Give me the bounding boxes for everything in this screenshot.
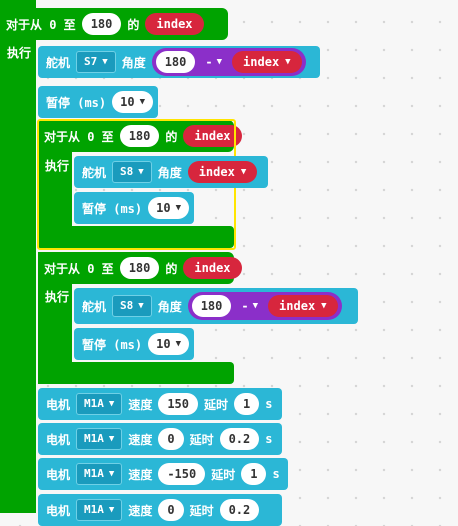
- motor-port-dropdown[interactable]: M1A▼: [76, 499, 123, 521]
- caret-down-icon: ▼: [108, 469, 115, 479]
- caret-down-icon: ▼: [240, 167, 247, 177]
- angle-variable[interactable]: index▼: [187, 161, 258, 183]
- caret-down-icon: ▼: [175, 203, 181, 213]
- speed-label: 速度: [128, 432, 153, 447]
- of-label: 的: [127, 17, 140, 32]
- operator-dropdown[interactable]: -▼: [205, 55, 223, 69]
- operator-dropdown[interactable]: -▼: [241, 299, 259, 313]
- pause-label: 暂停 (ms): [46, 95, 107, 110]
- angle-const[interactable]: 180: [155, 51, 196, 73]
- caret-down-icon: ▼: [216, 57, 223, 67]
- caret-down-icon: ▼: [138, 301, 144, 311]
- servo-label: 舵机: [46, 55, 71, 70]
- angle-label: 角度: [121, 55, 146, 70]
- angle-variable[interactable]: index▼: [232, 51, 302, 73]
- pause-block[interactable]: 暂停 (ms) 10▼: [74, 192, 194, 224]
- delay-label: 延时: [211, 467, 236, 482]
- servo-pin-dropdown[interactable]: S8▼: [112, 161, 152, 183]
- servo-block-s7[interactable]: 舵机 S7▼ 角度 180 -▼ index▼: [38, 46, 320, 78]
- delay-value[interactable]: 0.2: [219, 428, 260, 450]
- loop-end-value[interactable]: 180: [119, 125, 160, 147]
- servo-block-s8-minus[interactable]: 舵机 S8▼ 角度 180 -▼ index▼: [74, 288, 358, 324]
- pause-value[interactable]: 10▼: [112, 91, 153, 113]
- delay-value[interactable]: 0.2: [219, 499, 260, 521]
- speed-value[interactable]: 150: [158, 393, 199, 415]
- servo-pin-dropdown[interactable]: S8▼: [112, 295, 152, 317]
- angle-variable[interactable]: index▼: [268, 295, 338, 317]
- pause-label: 暂停 (ms): [82, 337, 143, 352]
- pause-value[interactable]: 10▼: [148, 333, 189, 355]
- delay-label: 延时: [189, 432, 214, 447]
- for-label: 对于从 0 至: [44, 129, 114, 144]
- speed-value[interactable]: -150: [158, 463, 206, 485]
- caret-down-icon: ▼: [138, 167, 144, 177]
- servo-label: 舵机: [82, 165, 107, 180]
- motor-label: 电机: [46, 432, 71, 447]
- speed-label: 速度: [128, 503, 153, 518]
- pause-value[interactable]: 10▼: [148, 197, 189, 219]
- inner-2-do-label: 执行: [45, 290, 70, 304]
- speed-value[interactable]: 0: [158, 428, 184, 450]
- caret-down-icon: ▼: [175, 339, 181, 349]
- motor-port-dropdown[interactable]: M1A▼: [76, 428, 123, 450]
- speed-label: 速度: [128, 467, 153, 482]
- servo-block-s8[interactable]: 舵机 S8▼ 角度 index▼: [74, 156, 268, 188]
- motor-block[interactable]: 电机 M1A▼ 速度 150 延时 1 s: [38, 388, 282, 420]
- delay-label: 延时: [204, 397, 229, 412]
- pause-block[interactable]: 暂停 (ms) 10▼: [74, 328, 194, 360]
- pause-block[interactable]: 暂停 (ms) 10▼: [38, 86, 158, 118]
- loop-variable[interactable]: index: [183, 257, 242, 279]
- loop-end-value[interactable]: 180: [81, 13, 122, 35]
- caret-down-icon: ▼: [108, 399, 115, 409]
- outer-do-label: 执行: [7, 46, 32, 60]
- of-label: 的: [165, 261, 178, 276]
- outer-loop-left-bar: [0, 0, 36, 513]
- speed-value[interactable]: 0: [158, 499, 184, 521]
- delay-value[interactable]: 1: [234, 393, 260, 415]
- loop-variable[interactable]: index: [145, 13, 204, 35]
- delay-value[interactable]: 1: [241, 463, 267, 485]
- caret-down-icon: ▼: [102, 57, 108, 67]
- servo-pin-dropdown[interactable]: S7▼: [76, 51, 116, 73]
- for-label: 对于从 0 至: [6, 17, 76, 32]
- delay-label: 延时: [189, 503, 214, 518]
- motor-label: 电机: [46, 397, 71, 412]
- pause-label: 暂停 (ms): [82, 201, 143, 216]
- caret-down-icon: ▼: [108, 505, 115, 515]
- caret-down-icon: ▼: [139, 97, 145, 107]
- inner-loop-1-footer: [38, 226, 234, 248]
- loop-end-value[interactable]: 180: [119, 257, 160, 279]
- caret-down-icon: ▼: [252, 301, 259, 311]
- angle-label: 角度: [157, 299, 182, 314]
- loop-variable[interactable]: index: [183, 125, 242, 147]
- caret-down-icon: ▼: [108, 434, 115, 444]
- motor-block[interactable]: 电机 M1A▼ 速度 0 延时 0.2 s: [38, 423, 282, 455]
- caret-down-icon: ▼: [321, 301, 327, 311]
- motor-port-dropdown[interactable]: M1A▼: [76, 463, 123, 485]
- caret-down-icon: ▼: [285, 57, 291, 67]
- unit-label: s: [265, 397, 273, 411]
- angle-label: 角度: [157, 165, 182, 180]
- math-minus-block[interactable]: 180 -▼ index▼: [187, 292, 342, 320]
- math-minus-block[interactable]: 180 -▼ index▼: [151, 48, 306, 76]
- inner-loop-1-header[interactable]: 对于从 0 至 180 的 index: [38, 120, 242, 152]
- motor-label: 电机: [46, 503, 71, 518]
- inner-loop-2-header[interactable]: 对于从 0 至 180 的 index: [38, 252, 242, 284]
- angle-const[interactable]: 180: [191, 295, 232, 317]
- inner-loop-2-footer: [38, 362, 234, 384]
- outer-loop-header[interactable]: 对于从 0 至 180 的 index: [0, 8, 228, 40]
- motor-block-partial[interactable]: 电机 M1A▼ 速度 0 延时 0.2: [38, 494, 282, 526]
- for-label: 对于从 0 至: [44, 261, 114, 276]
- of-label: 的: [165, 129, 178, 144]
- unit-label: s: [272, 467, 280, 481]
- motor-port-dropdown[interactable]: M1A▼: [76, 393, 123, 415]
- inner-1-do-label: 执行: [45, 159, 70, 173]
- motor-block[interactable]: 电机 M1A▼ 速度 -150 延时 1 s: [38, 458, 288, 490]
- servo-label: 舵机: [82, 299, 107, 314]
- speed-label: 速度: [128, 397, 153, 412]
- unit-label: s: [265, 432, 273, 446]
- motor-label: 电机: [46, 467, 71, 482]
